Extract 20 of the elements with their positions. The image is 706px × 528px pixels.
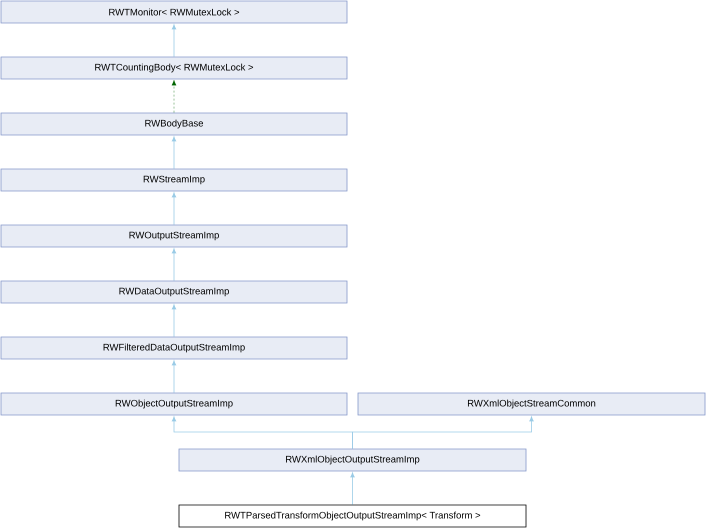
- inheritance-arrow: [172, 136, 176, 169]
- inheritance-arrow: [172, 24, 176, 57]
- inheritance-arrow: [172, 80, 176, 113]
- inheritance-arrow: [172, 248, 176, 281]
- class-box: RWTMonitor< RWMutexLock >: [0, 0, 348, 24]
- class-box: RWObjectOutputStreamImp: [0, 392, 348, 416]
- class-box: RWTCountingBody< RWMutexLock >: [0, 56, 348, 80]
- inheritance-arrow: [352, 416, 534, 449]
- class-box: RWBodyBase: [0, 112, 348, 136]
- class-box: RWTParsedTransformObjectOutputStreamImp< Transform >: [178, 504, 526, 528]
- class-box: RWStreamImp: [0, 168, 348, 192]
- class-box: RWXmlObjectStreamCommon: [358, 392, 706, 416]
- inheritance-arrow: [172, 192, 176, 225]
- inheritance-arrow: [350, 472, 355, 505]
- class-box: RWFilteredDataOutputStreamImp: [0, 336, 348, 360]
- class-box: RWXmlObjectOutputStreamImp: [178, 448, 526, 472]
- class-box: RWOutputStreamImp: [0, 224, 348, 248]
- inheritance-arrow: [172, 304, 176, 337]
- inheritance-arrow: [172, 360, 176, 393]
- class-box: RWDataOutputStreamImp: [0, 280, 348, 304]
